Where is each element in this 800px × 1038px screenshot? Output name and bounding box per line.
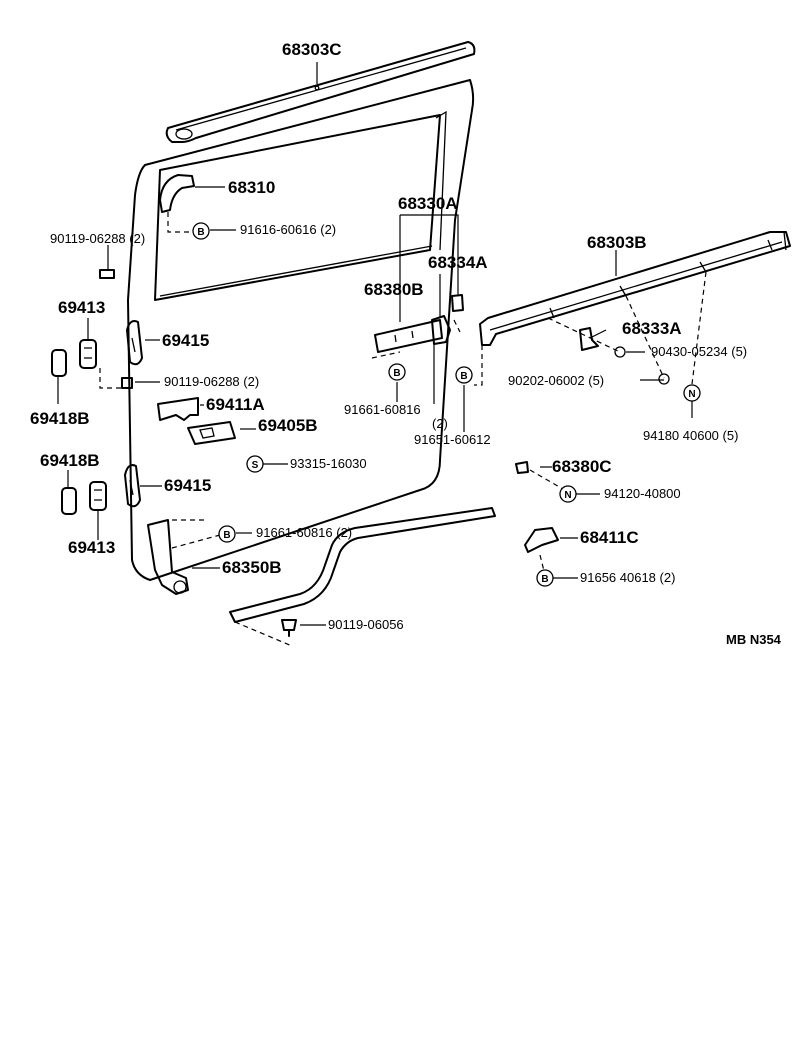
- dashed-guides: [99, 212, 707, 647]
- svg-text:N: N: [688, 389, 695, 400]
- label-91661-60816-center-qty: (2): [432, 416, 448, 431]
- label-68380B: 68380B: [364, 280, 424, 299]
- label-94180-40600: 94180 40600 (5): [643, 428, 738, 443]
- bracket-68380C: [515, 461, 529, 474]
- fastener-labels: 90119-06288 (2) 91616-60616 (2) 90119-06…: [50, 222, 747, 632]
- plate-69411A: [157, 397, 199, 421]
- rail-68303B: [479, 231, 791, 346]
- label-68334A: 68334A: [428, 253, 488, 272]
- label-93315-16030: 93315-16030: [290, 456, 367, 471]
- svg-text:B: B: [393, 368, 400, 379]
- label-90202-06002: 90202-06002 (5): [508, 373, 604, 388]
- upper-rail-68303C: [165, 41, 476, 143]
- bolt-symbol-91651: B: [455, 366, 473, 384]
- bracket-68333A: [579, 327, 599, 351]
- label-91661-60816-lower: 91661-60816 (2): [256, 525, 352, 540]
- label-91656-40618: 91656 40618 (2): [580, 570, 675, 585]
- screw-90119-06056: [281, 619, 297, 637]
- washer-symbol-90430: [614, 346, 626, 358]
- figure-code: MB N354: [726, 632, 782, 647]
- nut-symbol-94180: N: [683, 384, 701, 402]
- label-94120-40800: 94120-40800: [604, 486, 681, 501]
- svg-text:S: S: [252, 460, 259, 471]
- cushion-69418B-top: [51, 349, 67, 377]
- catch-69415-top: [126, 320, 143, 366]
- bolt-symbol-91656: B: [536, 569, 554, 587]
- label-90430-05234: 90430-05234 (5): [651, 344, 747, 359]
- label-68380C: 68380C: [552, 457, 612, 476]
- bracket-69405B: [187, 421, 236, 445]
- label-69415-top: 69415: [162, 331, 209, 350]
- label-68303B: 68303B: [587, 233, 647, 252]
- lower-rail-68350B: [147, 507, 496, 623]
- screw-90119-06288-top: [99, 269, 115, 279]
- svg-text:B: B: [541, 574, 548, 585]
- cushion-69413-bottom: [89, 481, 107, 511]
- label-91651-60612: 91651-60612: [414, 432, 491, 447]
- leader-lines: [57, 62, 693, 626]
- label-69411A: 69411A: [206, 395, 265, 414]
- part-labels: 68303C 68310 68330A 68303B 68334A 68380B…: [30, 40, 682, 577]
- svg-text:B: B: [223, 530, 230, 541]
- svg-text:N: N: [564, 490, 571, 501]
- svg-text:B: B: [197, 227, 204, 238]
- bracket-68380B: [374, 319, 443, 353]
- bolt-symbol-91661-lower: B: [218, 525, 236, 543]
- label-69415-bottom: 69415: [164, 476, 211, 495]
- label-69405B: 69405B: [258, 416, 318, 435]
- label-68310: 68310: [228, 178, 275, 197]
- label-68411C: 68411C: [580, 528, 639, 547]
- label-68303C: 68303C: [282, 40, 342, 59]
- bracket-68411C: [524, 527, 559, 553]
- door-frame: [127, 79, 475, 581]
- label-91616-60616: 91616-60616 (2): [240, 222, 336, 237]
- bolt-symbol-91661-center: B: [388, 363, 406, 381]
- label-90119-06288-mid: 90119-06288 (2): [164, 374, 259, 389]
- svg-text:B: B: [460, 371, 467, 382]
- label-69418B-bottom: 69418B: [40, 451, 100, 470]
- washer-symbol-90202: [658, 373, 670, 385]
- catch-69415-bottom: [124, 464, 141, 508]
- bracket-68330A: [431, 315, 451, 345]
- label-69413-bottom: 69413: [68, 538, 115, 557]
- cushion-69413-top: [79, 339, 97, 369]
- nut-symbol-94120: N: [559, 485, 577, 503]
- label-91661-60816-center: 91661-60816: [344, 402, 421, 417]
- cushion-69418B-bottom: [61, 487, 77, 515]
- bracket-68310: [159, 174, 195, 213]
- label-68333A: 68333A: [622, 319, 682, 338]
- bolt-symbol-91616: B: [192, 222, 210, 240]
- washer-symbol-93315: S: [246, 455, 264, 473]
- screw-90119-06288-mid: [121, 377, 133, 389]
- label-69413-top: 69413: [58, 298, 105, 317]
- label-90119-06288-top: 90119-06288 (2): [50, 231, 145, 246]
- label-90119-06056: 90119-06056: [328, 617, 404, 632]
- label-68330A: 68330A: [398, 194, 458, 213]
- block-68334A: [451, 294, 464, 312]
- label-69418B-top: 69418B: [30, 409, 90, 428]
- label-68350B: 68350B: [222, 558, 282, 577]
